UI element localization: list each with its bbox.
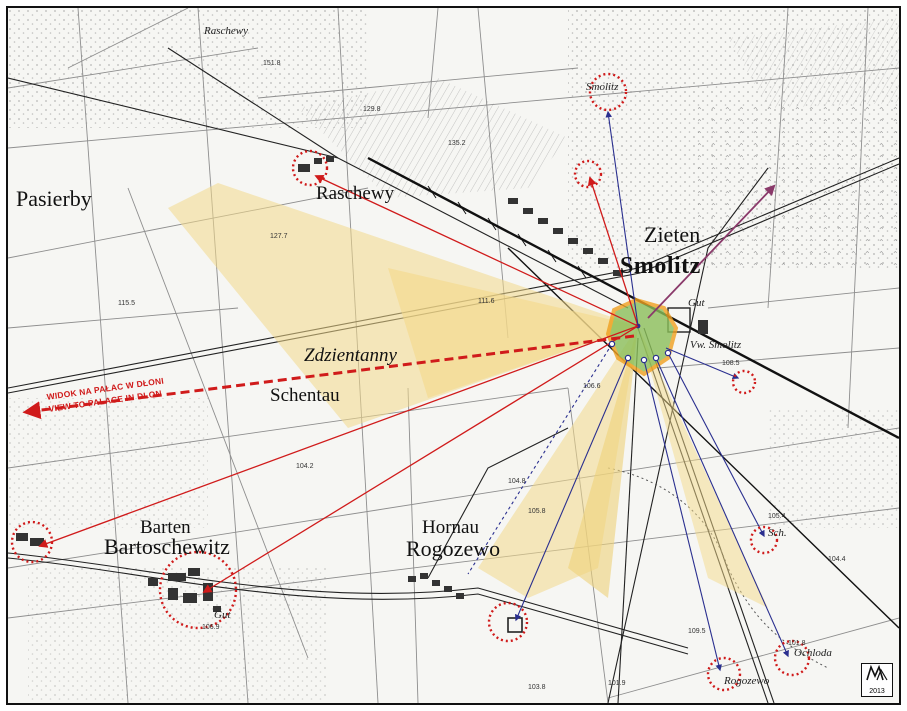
sightline-purple (647, 184, 776, 319)
elevation-label: 104.8 (508, 478, 526, 485)
elevation-label: 108.5 (722, 360, 740, 367)
manor-circle-marker (158, 550, 238, 630)
place-gut: Gut (688, 297, 705, 309)
elevation-label: 106.6 (583, 383, 601, 390)
railway-ties (427, 185, 587, 279)
manor-circle-marker (773, 639, 811, 677)
place-raschewy-small: Raschewy (204, 25, 248, 37)
sightline-nodes (608, 340, 672, 364)
logo-mark: 2013 (861, 663, 893, 697)
elevation-label: 151.8 (263, 60, 281, 67)
manor-circle-marker (731, 369, 757, 395)
elevation-label: 106.9 (202, 624, 220, 631)
manor-circle-marker (706, 656, 742, 692)
place-rogozewo: Rogozewo (406, 536, 501, 561)
place-schentau: Schentau (270, 385, 340, 406)
sightlines-blue (467, 110, 789, 672)
place-hornau: Hornau (422, 517, 479, 538)
view-direction-arrow (22, 334, 635, 420)
village-left (16, 533, 44, 546)
map-frame: ⌃ (6, 6, 901, 705)
place-vw-smolitz: Vw. Smolitz (690, 339, 742, 351)
elevation-label: 111.6 (478, 298, 495, 305)
manor-circle-marker (10, 520, 54, 564)
elevation-label: 127.7 (270, 233, 288, 240)
elevation-label: 105.4 (768, 513, 786, 520)
village-raschewy (298, 156, 334, 172)
historic-map: ⌃ (8, 8, 899, 703)
elevation-label: 105.8 (528, 508, 546, 515)
elevation-label: 129.8 (363, 106, 381, 113)
logo-year: 2013 (869, 688, 885, 695)
place-smolitz: Smolitz (620, 253, 701, 279)
elevation-label: 101.8 (788, 640, 806, 647)
village-rogozewo (408, 573, 523, 633)
viewshed (168, 183, 768, 608)
elevation-label: 135.2 (448, 140, 466, 147)
elevation-label: 115.5 (118, 300, 135, 307)
place-bartoschewitz: Bartoschewitz (104, 534, 230, 559)
place-raschewy: Raschewy (316, 183, 395, 204)
elevation-label: 101.9 (608, 680, 626, 687)
elevation-label: 104.4 (828, 556, 846, 563)
stream (607, 467, 829, 669)
logo-mark-icon (866, 664, 888, 681)
manor-circle-marker (487, 601, 529, 643)
place-sch: Sch. (768, 527, 787, 539)
place-smolitz-north: Smolitz (586, 81, 619, 93)
place-barten: Barten (140, 517, 191, 538)
manor-circle-marker (291, 149, 329, 187)
place-gut-small: Gut (214, 609, 231, 621)
elevation-label: 104.2 (296, 463, 314, 470)
elevation-label: 109.5 (688, 628, 706, 635)
manor-circle-marker (588, 72, 628, 112)
elevation-label: 103.8 (528, 684, 546, 691)
place-ochloda: Ochloda (794, 647, 832, 659)
sightlines-red (38, 174, 639, 593)
place-pasierby: Pasierby (16, 186, 92, 211)
manor-circle-marker (749, 525, 779, 555)
place-zieten: Zieten (644, 222, 701, 247)
place-rogozewo-small: Rogozewo (724, 675, 770, 687)
place-zdzientanny: Zdzientanny (304, 345, 397, 366)
manor-circle-marker (573, 159, 603, 189)
manor-circle-markers (10, 72, 811, 692)
